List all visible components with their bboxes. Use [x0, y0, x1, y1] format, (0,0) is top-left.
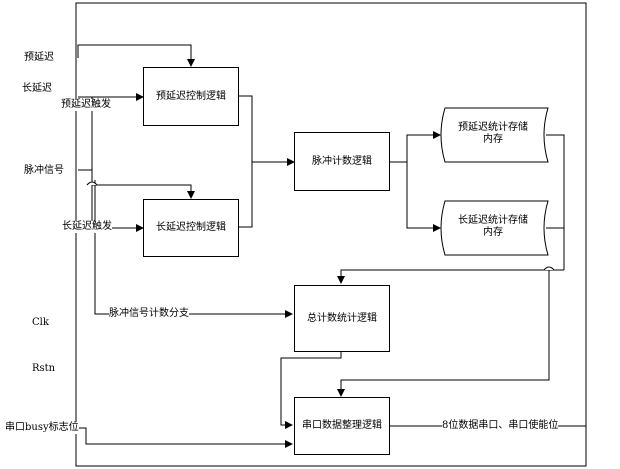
long-delay-control-block: 长延迟控制逻辑	[143, 199, 239, 257]
long-delay-memory: 长延迟统计存储 内存	[440, 215, 546, 239]
input-clk-label: Clk	[32, 317, 49, 329]
output-label: 8位数据串口、串口使能位	[442, 420, 559, 432]
pre-delay-memory-line1: 预延迟统计存储	[458, 122, 528, 133]
pulse-count-block: 脉冲计数逻辑	[294, 132, 390, 191]
wire-uart-busy	[78, 427, 293, 448]
total-count-block: 总计数统计逻辑	[294, 285, 390, 352]
diagram-frame	[75, 2, 587, 467]
line-hop	[86, 181, 98, 186]
pre-trigger-label: 预延迟触发	[61, 99, 111, 111]
input-pulse-signal-label: 脉冲信号	[24, 165, 64, 177]
pre-delay-memory-line2: 内存	[483, 134, 503, 145]
input-uart-busy-label: 串口busy标志位	[5, 422, 79, 434]
long-delay-memory-line2: 内存	[483, 227, 503, 238]
wire-pre-ctrl-out	[239, 95, 295, 166]
pre-delay-control-block: 预延迟控制逻辑	[143, 67, 239, 126]
wire-count-to-pre-mem	[390, 131, 441, 163]
input-long-delay-label: 长延迟	[22, 83, 52, 95]
wire-pulse-to-long-top	[92, 184, 195, 199]
long-delay-memory-shape	[440, 200, 549, 256]
input-pre-delay-label: 预延迟	[24, 52, 54, 64]
long-trigger-label: 长延迟触发	[62, 221, 112, 233]
wire-pre-delay	[77, 44, 195, 67]
uart-pack-label: 串口数据整理逻辑	[302, 420, 382, 431]
pre-delay-memory-shape	[440, 107, 549, 163]
total-count-label: 总计数统计逻辑	[307, 312, 377, 324]
long-delay-memory-line1: 长延迟统计存储	[458, 215, 528, 226]
wire-pre-mem-out	[546, 134, 565, 270]
uart-pack-block: 串口数据整理逻辑	[294, 397, 390, 455]
pre-delay-memory: 预延迟统计存储 内存	[440, 122, 546, 146]
wire-total-to-uart	[280, 352, 342, 429]
wire-bus-to-uart	[337, 270, 550, 397]
input-rstn-label: Rstn	[32, 363, 56, 375]
pre-delay-control-label: 预延迟控制逻辑	[156, 90, 226, 102]
pulse-count-label: 脉冲计数逻辑	[312, 155, 372, 167]
line-hop	[543, 266, 555, 271]
pulse-branch-label: 脉冲信号计数分支	[109, 308, 189, 320]
long-delay-control-label: 长延迟控制逻辑	[156, 222, 226, 233]
wire-count-to-long-mem	[406, 162, 441, 232]
wire-long-ctrl-out	[239, 162, 253, 228]
wire-bus-to-total	[337, 269, 564, 284]
